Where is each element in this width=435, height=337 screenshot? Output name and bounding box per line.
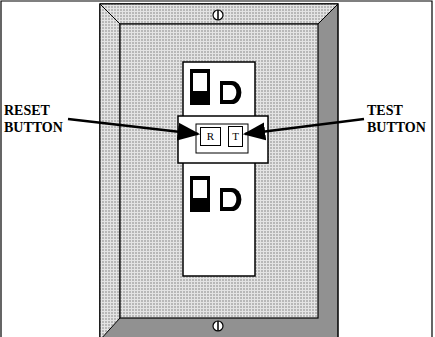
plate-face	[120, 24, 318, 318]
button-letter: R	[207, 131, 214, 142]
receptacle-body	[183, 62, 255, 276]
leader-arrow	[245, 119, 364, 134]
callout-label: RESET BUTTON	[4, 102, 70, 136]
button-panel	[178, 116, 268, 163]
screw	[213, 321, 223, 331]
screw	[213, 10, 223, 20]
button-letter: T	[232, 131, 239, 142]
outlet	[190, 69, 241, 105]
wall-plate	[100, 4, 338, 337]
reset-button: R	[200, 127, 221, 146]
leader-arrow	[68, 119, 198, 134]
test-button: T	[228, 126, 243, 147]
callout-label: TEST BUTTON	[367, 102, 431, 136]
outlet	[190, 176, 241, 212]
